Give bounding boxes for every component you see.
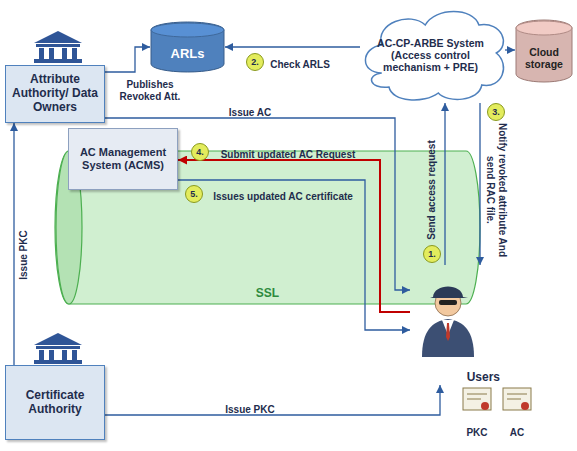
node-label: AC-CP-ARBE System (Access control mechan… [374, 37, 487, 73]
connector-label: Submit updated AC Request [221, 149, 356, 161]
cylinder-top [151, 23, 224, 37]
callout-number: 4. [191, 143, 209, 161]
building-icon [34, 31, 82, 63]
tube-end [56, 151, 82, 304]
building-column [72, 48, 77, 59]
connector-arrow [105, 385, 440, 415]
building-beam [36, 44, 80, 47]
cloud-shape-node: AC-CP-ARBE System (Access control mechan… [360, 3, 505, 103]
person-icon [422, 287, 474, 358]
certificate-seal [481, 402, 489, 410]
building-column [72, 350, 77, 360]
connector-label: Publishes Revoked Att. [109, 79, 191, 102]
connector-arrow [505, 49, 515, 50]
building-column [49, 350, 54, 360]
certificate-icon [463, 388, 491, 410]
building-column [49, 48, 54, 59]
person-glasses [439, 300, 457, 305]
authority-box: Certificate Authority [5, 365, 105, 440]
certificate-paper [503, 388, 531, 410]
callout-number: 3. [487, 103, 505, 121]
building-column [62, 350, 67, 360]
cloud-outline [365, 12, 503, 100]
callout-number: 2. [246, 53, 264, 71]
building-base [34, 360, 82, 364]
certificate-line [467, 394, 487, 395]
person-cap [430, 287, 468, 299]
certificate-line [507, 399, 521, 400]
node-label: Users [467, 371, 500, 385]
node-label: ARLs [171, 47, 205, 62]
node-label: SSL [256, 287, 279, 301]
cylinder-top [516, 21, 572, 35]
ssl-tube-node: SSL [55, 150, 480, 305]
storage-cylinder-node: Cloud storage [515, 20, 573, 82]
connector-label: Issue PKC [18, 230, 30, 279]
certificate-line [467, 399, 481, 400]
authority-box: Attribute Authority/ Data Owners [5, 65, 105, 123]
callout-number: 1. [423, 245, 441, 263]
connector-label: Issues updated AC certificate [213, 191, 353, 203]
database-cylinder-node: ARLs [150, 22, 225, 72]
building-roof [34, 333, 82, 345]
management-box: AC Management System (ACMS) [68, 128, 178, 190]
connector-arrow [13, 123, 14, 365]
tube-body [55, 151, 480, 304]
connector-label: Check ARLS [270, 59, 330, 71]
node-label: Attribute Authority/ Data Owners [12, 73, 98, 114]
certificate-seal [521, 402, 529, 410]
cylinder-body [516, 20, 572, 82]
person-body [422, 319, 474, 357]
building-column [62, 48, 67, 59]
ssl-tube [55, 150, 480, 305]
building-beam [36, 346, 80, 349]
certificate-icon [503, 388, 531, 410]
connector-arrow [479, 103, 480, 265]
cylinder-body [151, 22, 224, 72]
certificate-label: PKC [466, 427, 487, 438]
connector-arrow [444, 103, 445, 265]
callout-number: 5. [185, 185, 203, 203]
building-icon [34, 333, 82, 364]
connector-arrow [105, 47, 150, 72]
node-label: Certificate Authority [12, 389, 98, 417]
node-label: Cloud storage [517, 46, 571, 70]
certificate-label: AC [510, 427, 524, 438]
building-column [39, 350, 44, 360]
connector-arrow [225, 46, 360, 47]
building-base [34, 59, 82, 63]
building-column [39, 48, 44, 59]
connector-label: Issue PKC [225, 404, 274, 416]
user-figure [410, 265, 500, 385]
connector-label: Issue AC [229, 107, 271, 119]
connector-label: Send access request [426, 140, 438, 240]
person-tie [446, 323, 450, 341]
certificate-paper [463, 388, 491, 410]
node-label: AC Management System (ACMS) [75, 146, 171, 171]
building-roof [34, 31, 82, 43]
connector-label: Notify revoked attribute And send RAC fi… [485, 120, 508, 260]
user-figure-node: Users [410, 265, 500, 385]
certificate-line [507, 394, 527, 395]
